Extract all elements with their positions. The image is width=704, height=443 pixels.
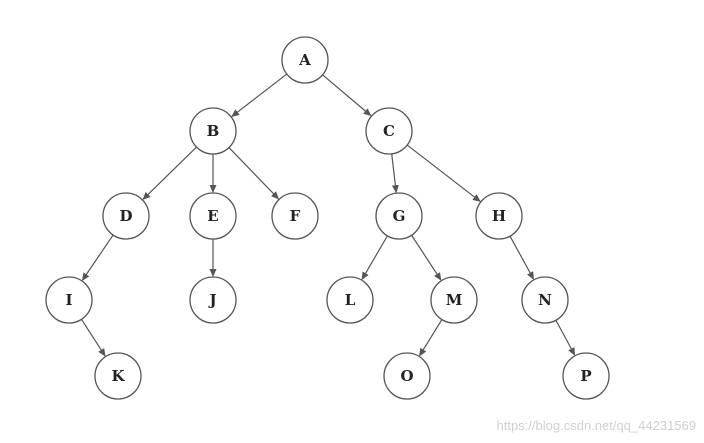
node-b-circle [189,107,237,155]
node-g: G [375,192,423,240]
node-l-circle [326,276,374,324]
edge-a-c-arrow [322,74,372,117]
node-o: O [383,352,431,400]
node-d-circle [102,192,150,240]
watermark-text: https://blog.csdn.net/qq_44231569 [496,418,697,433]
node-c: C [365,107,413,155]
node-m: M [430,276,478,324]
edge-a-b-arrow [231,73,288,117]
node-d: D [102,192,150,240]
node-h-circle [475,192,523,240]
edges-layer [80,73,576,357]
node-h-label: H [492,207,506,225]
node-d-label: D [119,207,132,225]
node-j: J [189,276,237,324]
node-k: K [94,352,142,400]
node-i-circle [45,276,93,324]
node-e-circle [189,192,237,240]
node-h: H [475,192,523,240]
node-o-label: O [400,367,413,385]
node-n-circle [521,276,569,324]
node-p: P [562,352,610,400]
node-b: B [189,107,237,155]
edge-c-g-arrow [391,153,399,194]
node-n: N [521,276,569,324]
node-g-label: G [393,207,406,225]
node-p-circle [562,352,610,400]
nodes-layer: A B C D E F G H I J L M N K O P [45,36,610,400]
edge-c-h-arrow [406,144,481,202]
node-o-circle [383,352,431,400]
edge-b-d-arrow [142,146,197,200]
node-k-label: K [111,367,125,385]
node-j-label: J [207,291,216,309]
edge-n-p-arrow [555,319,576,356]
node-a: A [281,36,329,84]
node-c-circle [365,107,413,155]
node-l: L [326,276,374,324]
node-f: F [271,192,319,240]
node-b-label: B [207,122,220,140]
node-m-circle [430,276,478,324]
edge-m-o-arrow [419,319,443,357]
node-i: I [45,276,93,324]
node-g-circle [375,192,423,240]
node-j-circle [189,276,237,324]
node-m-label: M [446,291,463,309]
node-k-circle [94,352,142,400]
node-n-label: N [538,291,552,309]
edge-i-k-arrow [80,319,106,357]
edge-h-n-arrow [509,235,534,280]
node-i-label: I [65,291,72,309]
edge-g-m-arrow [411,234,442,281]
edge-d-i-arrow [81,234,114,281]
node-f-circle [271,192,319,240]
node-f-label: F [290,207,301,225]
node-e: E [189,192,237,240]
node-a-circle [281,36,329,84]
edge-b-f-arrow [228,147,280,200]
node-l-label: L [345,291,356,309]
node-p-label: P [580,367,591,385]
node-c-label: C [383,122,395,140]
edge-g-l-arrow [361,235,388,281]
node-a-label: A [298,51,311,69]
node-e-label: E [207,207,218,225]
